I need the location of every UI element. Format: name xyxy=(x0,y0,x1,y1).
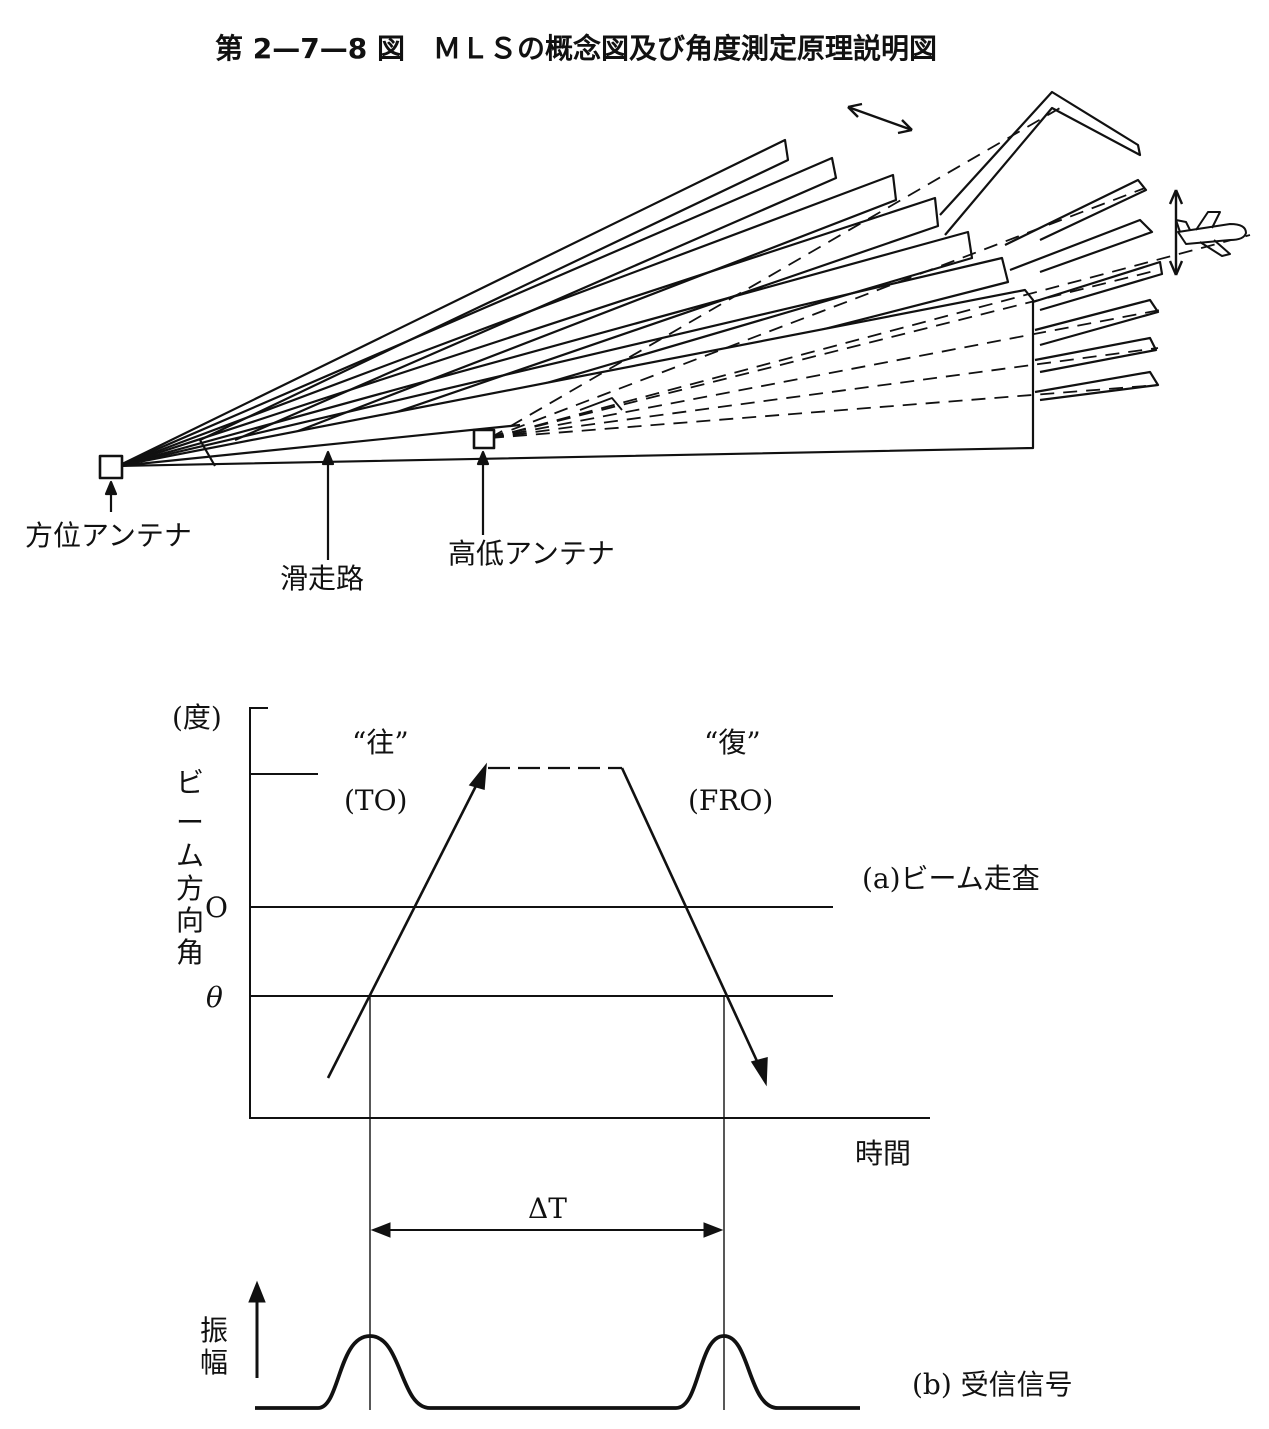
beam-scan-chart xyxy=(249,707,930,1410)
svg-text:方: 方 xyxy=(176,872,204,905)
fro-ramp xyxy=(620,767,764,1073)
elevation-scan-arrow-icon xyxy=(1168,189,1184,276)
signal-trace xyxy=(255,1334,860,1410)
aircraft-icon xyxy=(1175,211,1247,257)
elevation-antenna-marker xyxy=(472,428,496,450)
svg-text:角: 角 xyxy=(176,936,204,969)
fro-arrowhead xyxy=(750,1057,768,1087)
elevation-antenna-pointer xyxy=(476,450,490,535)
svg-text:振: 振 xyxy=(200,1314,228,1347)
theta-label: θ xyxy=(206,981,223,1014)
svg-text:ビ: ビ xyxy=(176,766,204,799)
scan-chart-y-axis xyxy=(249,707,930,1119)
azimuth-scan-arrow-icon xyxy=(847,102,913,135)
to-arrowhead xyxy=(468,762,487,790)
azimuth-antenna-label: 方位アンテナ xyxy=(25,519,192,552)
delta-t-label: ΔT xyxy=(528,1192,567,1225)
azimuth-beam-fan xyxy=(116,138,1035,468)
azimuth-antenna-marker xyxy=(98,454,124,480)
y-axis-label: ビ ー ム 方 向 角 xyxy=(176,766,204,969)
svg-text:ム: ム xyxy=(176,839,204,872)
svg-text:ー: ー xyxy=(176,806,204,839)
svg-text:向: 向 xyxy=(176,904,204,937)
to-label-en: (TO) xyxy=(344,784,407,817)
azimuth-antenna-pointer xyxy=(104,480,118,512)
elevation-antenna-label: 高低アンテナ xyxy=(448,537,615,570)
coverage-rays xyxy=(489,107,1251,439)
y-unit-label: (度) xyxy=(172,701,222,734)
fro-label-en: (FRO) xyxy=(688,784,773,817)
mls-concept-diagram xyxy=(98,90,1251,560)
fro-label-jp: “復” xyxy=(704,726,761,759)
runway-label: 滑走路 xyxy=(280,562,364,595)
received-signal-chart xyxy=(248,1222,860,1410)
svg-text:幅: 幅 xyxy=(200,1346,228,1379)
signal-caption: (b) 受信信号 xyxy=(912,1368,1073,1401)
scan-caption: (a)ビーム走査 xyxy=(862,862,1040,895)
figure-title: 第 2—7—8 図 ＭＬＳの概念図及び角度測定原理説明図 xyxy=(215,32,937,65)
to-ramp xyxy=(326,773,484,1079)
elevation-beam-plates xyxy=(939,90,1164,402)
amplitude-label: 振 幅 xyxy=(200,1314,228,1379)
zero-label: O xyxy=(205,891,228,924)
to-label-jp: “往” xyxy=(352,726,409,759)
time-axis-label: 時間 xyxy=(855,1137,911,1170)
runway-pointer xyxy=(321,450,335,560)
